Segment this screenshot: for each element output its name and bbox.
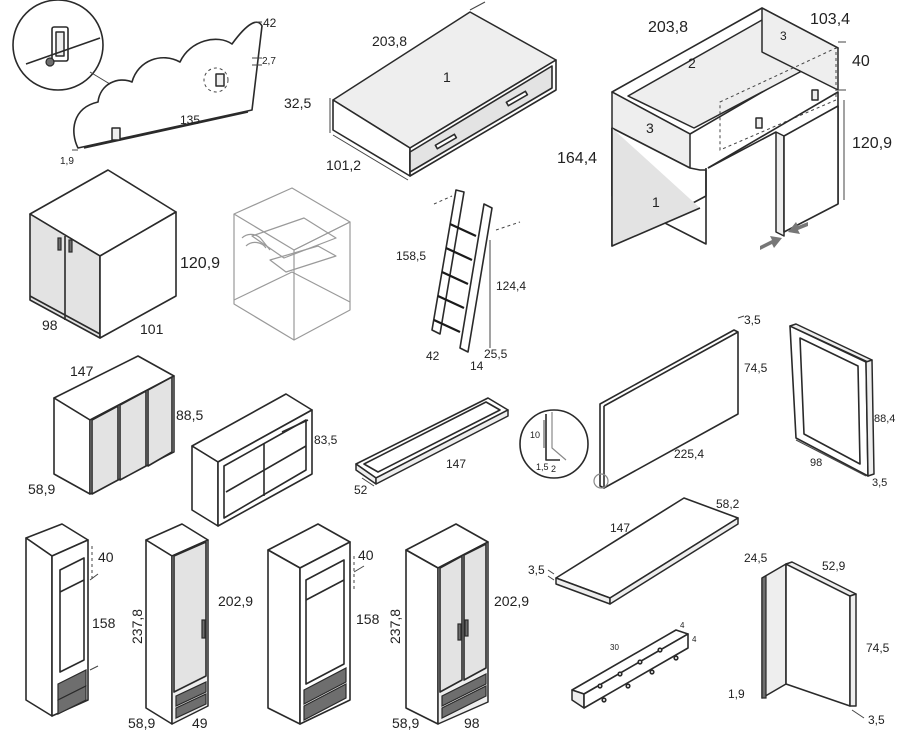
open-double-wardrobe-diagram: 40 158	[267, 523, 380, 725]
trundle-length: 203,8	[372, 33, 407, 49]
wall-panel-diagram: 3,5 74,5 225,4	[593, 313, 768, 489]
mirror-frame-diagram: 88,4 98 3,5	[789, 323, 895, 489]
corner-base: 1,9	[728, 687, 745, 701]
sideboard-diagram: 147 88,5 58,9	[28, 355, 203, 497]
double-door-wardrobe-diagram: 237,8 202,9 58,9 98	[387, 523, 529, 731]
bracket-a: 4	[680, 621, 685, 630]
headboard-length: 135	[180, 113, 200, 127]
single-wardrobe-depth: 58,9	[128, 715, 155, 731]
desk-board-diagram: 147 58,2 3,5	[528, 497, 740, 605]
shelf-unit-diagram: 83,5	[191, 393, 338, 527]
panel-length: 225,4	[674, 447, 704, 461]
double-wardrobe-depth: 58,9	[392, 715, 419, 731]
bracket-length: 30	[610, 643, 619, 652]
headboard-height: 42	[263, 16, 277, 30]
board-length: 147	[610, 521, 630, 535]
sideboard-depth: 58,9	[28, 481, 55, 497]
loft-inner-height: 120,9	[852, 135, 892, 152]
open-double-wardrobe-inner: 158	[356, 611, 380, 627]
ladder-step: 14	[470, 359, 484, 373]
single-wardrobe-width: 49	[192, 715, 208, 731]
board-width: 58,2	[716, 497, 740, 511]
panel-height: 74,5	[744, 361, 768, 375]
loft-top-height: 40	[852, 53, 870, 70]
tray-diagram: 147 52	[354, 397, 509, 497]
open-double-wardrobe-top: 40	[358, 547, 374, 563]
double-wardrobe-width: 98	[464, 715, 480, 731]
cloud-headboard-diagram: 42 2,7 135 1,9	[12, 0, 277, 167]
ladder-width: 42	[426, 349, 440, 363]
sideboard-width: 147	[70, 363, 94, 379]
cabinet-depth: 101	[140, 321, 164, 337]
detail-b: 2	[551, 464, 556, 474]
corner-a: 24,5	[744, 551, 768, 565]
panel-thickness: 3,5	[744, 313, 761, 327]
open-wardrobe-inner: 158	[92, 615, 116, 631]
tray-length: 147	[446, 457, 466, 471]
corner-height: 74,5	[866, 641, 890, 655]
trundle-width: 101,2	[326, 157, 361, 173]
single-wardrobe-height: 237,8	[129, 609, 145, 644]
edge-detail-diagram: 10 1,5 2	[519, 409, 589, 479]
ladder-rail-height: 124,4	[496, 279, 526, 293]
open-wardrobe-diagram: 40 158	[25, 523, 116, 717]
bracket-b: 4	[692, 635, 697, 644]
corner-panels-diagram: 24,5 52,9 74,5 1,9 3,5	[728, 551, 890, 727]
single-door-wardrobe-diagram: 237,8 202,9 58,9 49	[128, 523, 253, 731]
double-wardrobe-inner: 202,9	[494, 593, 529, 609]
loft-part-3b: 3	[646, 120, 654, 136]
frame-thickness: 3,5	[872, 477, 887, 489]
metal-bracket-diagram: 30 4 4	[571, 621, 697, 709]
loft-part-1: 1	[652, 194, 660, 210]
frame-width: 98	[810, 457, 822, 469]
cabinet-height: 120,9	[180, 255, 220, 272]
double-wardrobe-height: 237,8	[387, 609, 403, 644]
loft-depth: 103,4	[810, 11, 850, 28]
board-thickness: 3,5	[528, 563, 545, 577]
ladder-offset: 25,5	[484, 347, 508, 361]
loft-length: 203,8	[648, 19, 688, 36]
sideboard-height: 88,5	[176, 407, 203, 423]
corner-thickness: 3,5	[868, 713, 885, 727]
headboard-thickness: 2,7	[262, 56, 276, 67]
tray-width: 52	[354, 483, 368, 497]
cabinet-width: 98	[42, 317, 58, 333]
detail-height: 10	[530, 430, 540, 440]
loft-bed-diagram: 203,8 103,4 40 2 3 3 120,9 164,4 1	[557, 7, 892, 250]
single-wardrobe-inner: 202,9	[218, 593, 253, 609]
loft-part-3a: 3	[780, 29, 787, 43]
shelf-unit-height: 83,5	[314, 433, 338, 447]
loft-height: 164,4	[557, 150, 597, 167]
trundle-bed-diagram: 203,8 1 32,5 101,2	[284, 1, 557, 181]
trundle-height: 32,5	[284, 95, 311, 111]
headboard-base: 1,9	[60, 156, 74, 167]
detail-a: 1,5	[536, 462, 549, 472]
cabinet-diagram: 120,9 98 101	[29, 169, 220, 339]
open-wardrobe-top: 40	[98, 549, 114, 565]
corner-b: 52,9	[822, 559, 846, 573]
loft-part-2: 2	[688, 55, 696, 71]
ladder-diagram: 158,5 124,4 42 14 25,5	[396, 189, 526, 373]
frame-height: 88,4	[874, 413, 895, 425]
ladder-height: 158,5	[396, 249, 426, 263]
open-box-diagram	[233, 187, 351, 341]
trundle-part: 1	[443, 69, 451, 85]
